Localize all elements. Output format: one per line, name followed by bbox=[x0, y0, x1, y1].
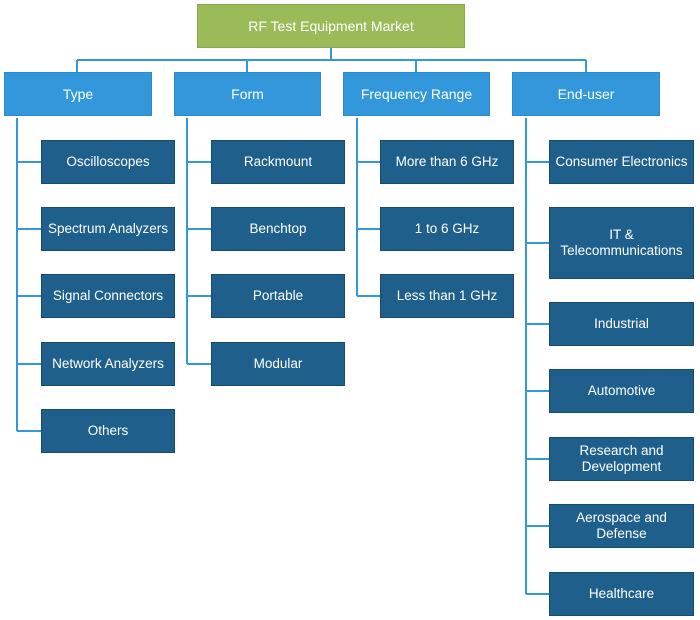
leaf-it-telecommunications: IT & Telecommunications bbox=[549, 207, 694, 279]
leaf-consumer-electronics: Consumer Electronics bbox=[549, 140, 694, 184]
leaf-healthcare: Healthcare bbox=[549, 572, 694, 616]
leaf-label: Oscilloscopes bbox=[66, 153, 150, 169]
category-form: Form bbox=[174, 72, 321, 116]
leaf-label: 1 to 6 GHz bbox=[414, 220, 480, 236]
leaf-network-analyzers: Network Analyzers bbox=[41, 342, 175, 386]
leaf-label: Network Analyzers bbox=[52, 355, 164, 371]
category-end-user: End-user bbox=[512, 72, 660, 116]
category-type: Type bbox=[4, 72, 152, 116]
leaf-label: Modular bbox=[253, 355, 303, 371]
leaf-aerospace-and-defense: Aerospace and Defense bbox=[549, 504, 694, 548]
leaf-label: IT & Telecommunications bbox=[560, 226, 683, 258]
leaf-label: Consumer Electronics bbox=[555, 153, 688, 169]
leaf-label: Signal Connectors bbox=[52, 287, 164, 303]
root-node: RF Test Equipment Market bbox=[197, 4, 465, 48]
leaf-label: Less than 1 GHz bbox=[396, 287, 498, 303]
leaf-label: Research and Development bbox=[579, 442, 664, 474]
leaf-research-and-development: Research and Development bbox=[549, 437, 694, 481]
category-label: End-user bbox=[557, 85, 615, 102]
leaf-automotive: Automotive bbox=[549, 369, 694, 413]
category-label: Type bbox=[62, 85, 94, 102]
leaf-label: Healthcare bbox=[588, 585, 655, 601]
category-frequency-range: Frequency Range bbox=[343, 72, 490, 116]
leaf-label: More than 6 GHz bbox=[395, 153, 499, 169]
leaf-benchtop: Benchtop bbox=[211, 207, 345, 251]
leaf-label: Portable bbox=[252, 287, 304, 303]
leaf-more-than-6-ghz: More than 6 GHz bbox=[380, 140, 514, 184]
leaf-rackmount: Rackmount bbox=[211, 140, 345, 184]
leaf-oscilloscopes: Oscilloscopes bbox=[41, 140, 175, 184]
leaf-less-than-1-ghz: Less than 1 GHz bbox=[380, 274, 514, 318]
leaf-industrial: Industrial bbox=[549, 302, 694, 346]
leaf-1-to-6-ghz: 1 to 6 GHz bbox=[380, 207, 514, 251]
leaf-label: Aerospace and Defense bbox=[576, 509, 667, 541]
leaf-signal-connectors: Signal Connectors bbox=[41, 274, 175, 318]
leaf-label: Spectrum Analyzers bbox=[47, 220, 169, 236]
leaf-spectrum-analyzers: Spectrum Analyzers bbox=[41, 207, 175, 251]
leaf-label: Automotive bbox=[587, 382, 656, 398]
category-label: Frequency Range bbox=[360, 85, 473, 102]
leaf-modular: Modular bbox=[211, 342, 345, 386]
leaf-label: Rackmount bbox=[243, 153, 313, 169]
leaf-label: Others bbox=[87, 422, 129, 438]
root-label: RF Test Equipment Market bbox=[248, 17, 414, 34]
category-label: Form bbox=[231, 85, 264, 102]
leaf-label: Industrial bbox=[594, 315, 649, 331]
leaf-others: Others bbox=[41, 409, 175, 453]
leaf-portable: Portable bbox=[211, 274, 345, 318]
leaf-label: Benchtop bbox=[249, 220, 307, 236]
